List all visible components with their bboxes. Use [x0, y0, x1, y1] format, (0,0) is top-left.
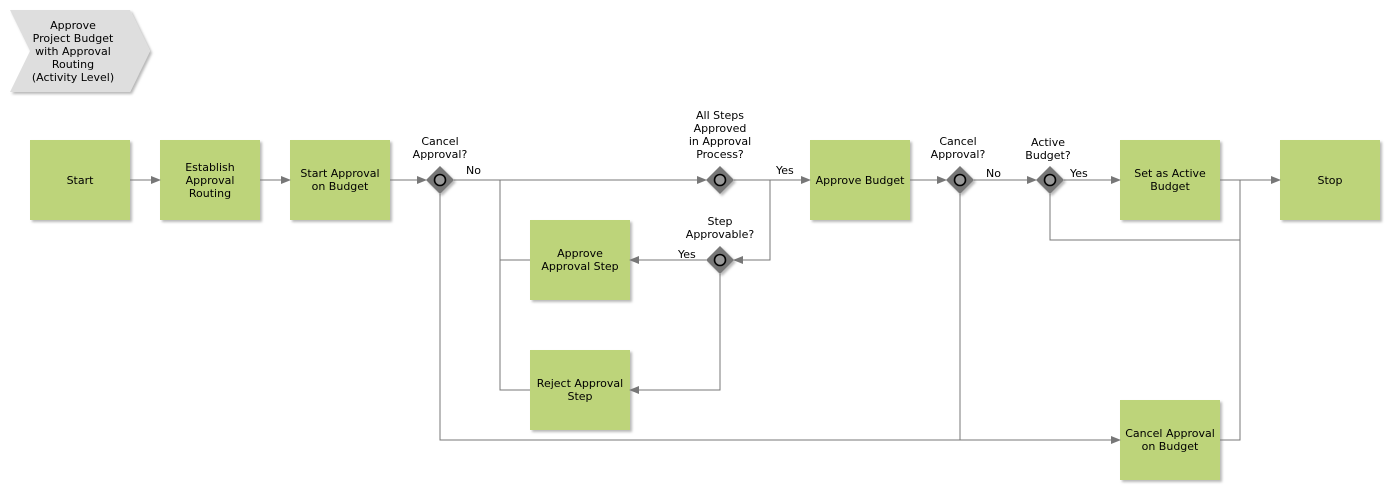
activity-start[interactable]: Start: [66, 173, 94, 187]
gateway-active-budget[interactable]: [1036, 166, 1064, 194]
activity-set-as-active-budget[interactable]: Set as Active Budget: [1134, 167, 1206, 193]
gateway-cancel-approval-2-circle-icon: [953, 173, 967, 187]
gateway-step-approvable-circle-icon: [713, 253, 727, 267]
edge-label-no-1: No: [466, 164, 481, 177]
gateway-all-steps-approved[interactable]: [706, 166, 734, 194]
gateway-step-approvable[interactable]: [706, 246, 734, 274]
gateway-cancel-approval-1-circle-icon: [433, 173, 447, 187]
gateway-label-all-steps-approved: All Steps Approved in Approval Process?: [688, 109, 752, 161]
edge-cancelapproval-stop: [1220, 180, 1241, 441]
diagram-title: Approve Project Budget with Approval Rou…: [31, 18, 115, 84]
activity-approve-budget[interactable]: Approve Budget: [815, 173, 905, 187]
gateway-cancel-approval-1[interactable]: [426, 166, 454, 194]
activity-approve-step-shape[interactable]: [530, 220, 630, 300]
edge-stepapprovable-no-rejectstep: [629, 274, 721, 394]
gateway-label-step-approvable: Step Approvable?: [685, 215, 755, 241]
activity-reject-approval-step[interactable]: Reject Approval Step: [536, 377, 624, 403]
activity-reject-step-shape[interactable]: [530, 350, 630, 430]
activity-start-approval-on-budget[interactable]: Start Approval on Budget: [300, 167, 380, 193]
gateway-label-active-budget: Active Budget?: [1025, 136, 1071, 162]
title-shape: [10, 10, 150, 92]
activity-stop-shape[interactable]: [1280, 140, 1380, 220]
activity-start-approval-shape[interactable]: [290, 140, 390, 220]
gateway-cancel-approval-2[interactable]: [946, 166, 974, 194]
edge-allsteps-no-stepapprovable: [733, 179, 771, 264]
edge-cancel1-yes-cancelapproval: [439, 194, 1121, 444]
gateway-label-cancel-approval-2: Cancel Approval?: [930, 135, 986, 161]
edge-label-no-2: No: [986, 167, 1001, 180]
activity-set-active-shape[interactable]: [1120, 140, 1220, 220]
edge-label-yes-all-steps: Yes: [776, 164, 794, 177]
activity-stop[interactable]: Stop: [1317, 173, 1343, 187]
activity-establish-approval-routing[interactable]: Establish Approval Routing: [185, 160, 235, 200]
gateway-label-cancel-approval-1: Cancel Approval?: [412, 135, 468, 161]
activity-establish-shape[interactable]: [160, 140, 260, 220]
edge-cancel2-yes-cancelapproval: [959, 194, 1120, 441]
gateway-active-budget-circle-icon: [1043, 173, 1057, 187]
edge-rejectstep-loop: [499, 180, 530, 391]
edge-label-yes-step: Yes: [678, 248, 696, 261]
activity-cancel-approval-shape[interactable]: [1120, 400, 1220, 480]
edge-label-yes-active: Yes: [1070, 167, 1088, 180]
edge-approvestep-loop: [499, 180, 530, 261]
activity-start-shape[interactable]: [30, 140, 130, 220]
activity-approve-approval-step[interactable]: Approve Approval Step: [541, 247, 619, 273]
activity-cancel-approval-on-budget[interactable]: Cancel Approval on Budget: [1125, 427, 1215, 453]
activity-approve-budget-shape[interactable]: [810, 140, 910, 220]
gateway-all-steps-approved-circle-icon: [713, 173, 727, 187]
